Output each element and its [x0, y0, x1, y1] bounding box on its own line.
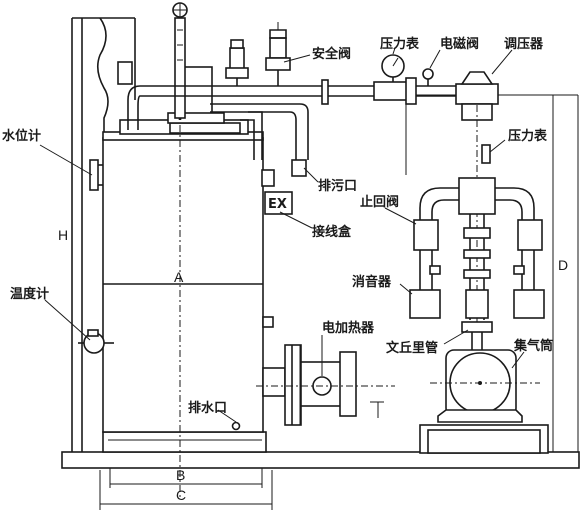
dim-h: H — [58, 227, 68, 243]
label-junction-box: 接线盒 — [312, 224, 352, 240]
water-drain-port — [231, 421, 241, 431]
explosion-proof-mark: EX — [268, 197, 287, 212]
right-assembly — [409, 105, 545, 352]
safety-valve — [269, 37, 287, 59]
label-electric-heater: 电加热器 — [322, 320, 375, 336]
leader-lines — [39, 47, 525, 423]
check-valve-right — [517, 219, 543, 251]
label-pressure-gauge-top: 压力表 — [380, 36, 420, 52]
label-pressure-gauge-right: 压力表 — [508, 128, 548, 144]
callout-labels: 水位计 温度计 安全阀 压力表 电磁阀 调压器 压力表 排污口 止回阀 接线盒 … — [2, 36, 553, 416]
muffler-right — [513, 289, 545, 319]
pressure-regulator — [455, 83, 499, 105]
dim-a: A — [174, 269, 184, 285]
label-water-drain: 排水口 — [188, 400, 227, 416]
dim-b: B — [176, 467, 185, 483]
venturi-tube — [461, 321, 493, 333]
label-drain-outlet: 排污口 — [318, 178, 357, 194]
dim-d: D — [558, 257, 568, 273]
label-temperature-gauge: 温度计 — [10, 286, 49, 302]
label-safety-valve: 安全阀 — [312, 46, 351, 62]
label-venturi-tube: 文丘里管 — [386, 340, 438, 356]
muffler-left — [409, 289, 441, 319]
pressure-gauge-right — [481, 144, 491, 164]
electric-heater — [256, 344, 395, 426]
label-water-level-gauge: 水位计 — [2, 128, 41, 144]
boiler-vessel — [102, 20, 274, 500]
junction-box: EX — [264, 191, 293, 215]
left-gauges — [78, 159, 114, 354]
label-solenoid-valve: 电磁阀 — [440, 36, 479, 52]
gas-collector — [419, 349, 549, 454]
solenoid-valve-icon — [422, 68, 434, 80]
dimension-lines: H A B C D — [58, 120, 568, 510]
label-pressure-regulator: 调压器 — [504, 37, 544, 52]
check-valve-left — [413, 219, 439, 251]
steam-drum — [167, 2, 225, 124]
dim-c: C — [176, 487, 186, 503]
steam-piping — [127, 22, 499, 187]
label-gas-collector: 集气筒 — [513, 338, 553, 354]
water-level-gauge — [89, 159, 99, 191]
label-check-valve: 止回阀 — [360, 194, 399, 210]
label-muffler: 消音器 — [352, 274, 392, 290]
